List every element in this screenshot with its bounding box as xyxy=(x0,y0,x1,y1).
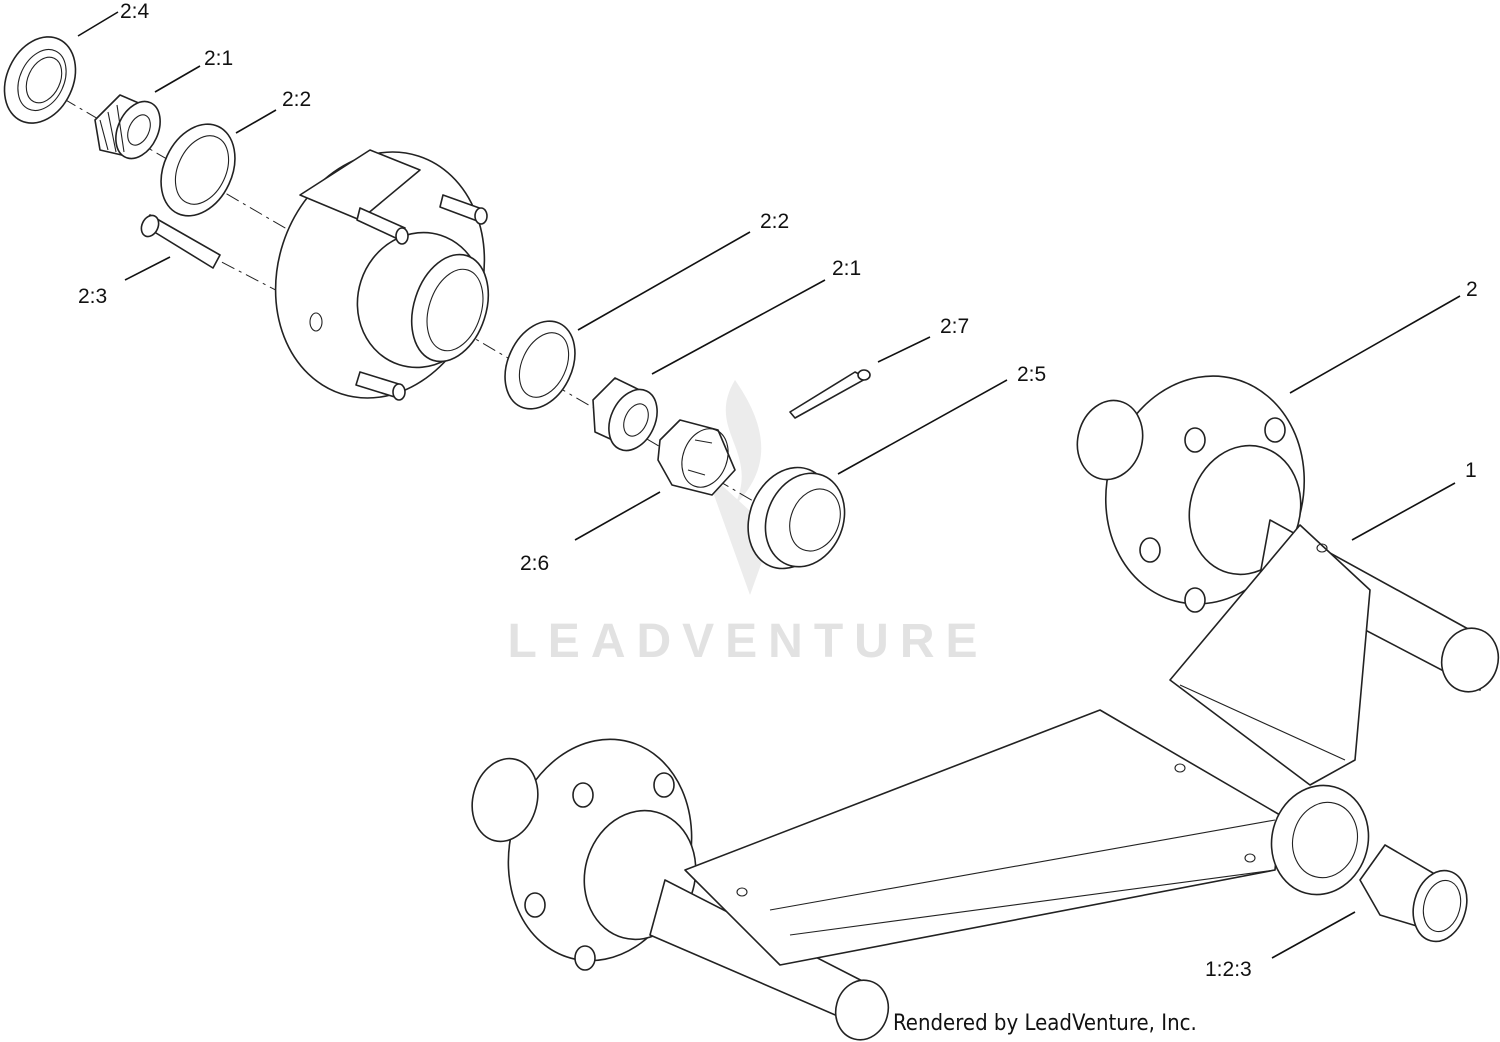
castle-nut[interactable] xyxy=(657,419,736,496)
callout-2-4-top[interactable]: 2:4 xyxy=(120,0,150,23)
callout-1-2-3[interactable]: 1:2:3 xyxy=(1205,958,1252,981)
wheel-hub-exploded[interactable] xyxy=(244,125,515,426)
callout-2-6[interactable]: 2:6 xyxy=(520,552,549,575)
bearing-cone-inner[interactable] xyxy=(592,377,666,458)
axle-frame[interactable] xyxy=(684,524,1381,966)
callout-2-2-top[interactable]: 2:2 xyxy=(282,88,311,111)
bearing-cup-outer[interactable] xyxy=(147,112,249,228)
wheel-stud[interactable] xyxy=(138,213,221,269)
bearing-cup-inner[interactable] xyxy=(492,310,589,420)
bearing-cone-outer[interactable] xyxy=(94,94,169,165)
bushing[interactable] xyxy=(1359,844,1474,948)
callout-2-2-mid[interactable]: 2:2 xyxy=(760,210,789,233)
assembled-hub-right[interactable] xyxy=(1069,354,1500,699)
cotter-pin[interactable] xyxy=(789,369,871,419)
watermark-text: LEADVENTURE xyxy=(507,615,988,668)
leader-lines xyxy=(77,11,1461,959)
callout-2[interactable]: 2 xyxy=(1466,278,1478,301)
leadventure-watermark: LEADVENTURE xyxy=(507,380,988,668)
render-credit: Rendered by LeadVenture, Inc. xyxy=(893,1011,1197,1036)
callout-2-3[interactable]: 2:3 xyxy=(78,285,107,308)
callout-2-1-mid[interactable]: 2:1 xyxy=(832,257,861,280)
callout-2-5[interactable]: 2:5 xyxy=(1017,363,1046,386)
callout-1[interactable]: 1 xyxy=(1465,459,1477,482)
callout-2-7[interactable]: 2:7 xyxy=(940,315,969,338)
grease-seal[interactable] xyxy=(0,25,89,134)
assembled-hub-left[interactable] xyxy=(463,719,895,1042)
callout-2-1-top[interactable]: 2:1 xyxy=(204,47,233,70)
dust-cap[interactable] xyxy=(733,455,858,581)
